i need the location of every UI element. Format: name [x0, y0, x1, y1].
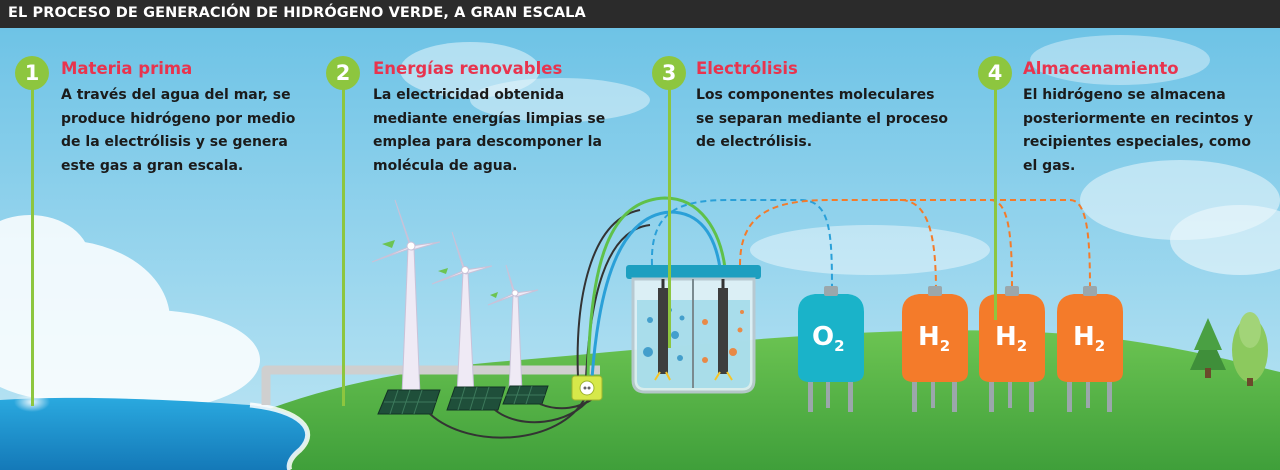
step-2-badge: 2 — [326, 56, 360, 90]
step-4-line: El hidrógeno se almacena — [1023, 87, 1226, 103]
trees — [1190, 312, 1268, 386]
electrolyzer — [626, 265, 761, 394]
turbine-lights — [382, 240, 498, 298]
title-bar: EL PROCESO DE GENERACIÓN DE HIDRÓGENO VE… — [0, 0, 1280, 28]
step-3-title: Electrólisis — [696, 59, 798, 78]
tank-label-h2: H2 — [995, 322, 1027, 355]
tank-symbol: O — [812, 322, 835, 352]
tank-symbol: H — [995, 322, 1017, 352]
tank-symbol: H — [918, 322, 940, 352]
step-3-line: se separan mediante el proceso — [696, 110, 949, 127]
sea — [0, 397, 308, 470]
step-2-line: La electricidad obtenida — [373, 87, 565, 103]
step-1-line: este gas a gran escala. — [61, 157, 244, 174]
tank-label-o2: O2 — [812, 322, 845, 355]
step-4-line: recipientes especiales, como — [1023, 134, 1252, 150]
water-pipe — [261, 365, 600, 405]
step-1-line: A través del agua del mar, se — [61, 87, 291, 103]
step-2-line: molécula de agua. — [373, 157, 518, 174]
step-4-line: el gas. — [1023, 157, 1076, 174]
step-2-title: Energías renovables — [373, 59, 563, 78]
solar-panels — [377, 385, 549, 415]
step-4-badge: 4 — [978, 56, 1012, 90]
page-title: EL PROCESO DE GENERACIÓN DE HIDRÓGENO VE… — [8, 5, 586, 21]
tank-h2-3 — [1057, 286, 1123, 412]
tank-subscript: 2 — [1016, 337, 1028, 355]
step-4-pointer-line — [994, 88, 997, 320]
step-3-badge: 3 — [652, 56, 686, 90]
step-2-text: La electricidad obtenida mediante energí… — [373, 84, 605, 178]
step-2-line: mediante energías limpias se — [373, 110, 606, 127]
tank-subscript: 2 — [834, 337, 845, 355]
step-3-text: Los componentes moleculares se separan m… — [696, 84, 948, 155]
tank-o2 — [798, 286, 864, 412]
tank-label-h2: H2 — [918, 322, 950, 355]
step-3-line: Los componentes moleculares — [696, 87, 935, 103]
clouds — [0, 35, 1280, 410]
gas-lines — [650, 199, 1091, 293]
tank-subscript: 2 — [1094, 337, 1106, 355]
step-3-line: de electrólisis. — [696, 134, 813, 150]
tank-h2-1 — [902, 286, 968, 412]
step-1-line: de la electrólisis y se genera — [61, 134, 288, 150]
step-1-pointer-line — [31, 88, 34, 406]
shore-foam — [249, 402, 311, 470]
step-2-pointer-line — [342, 88, 345, 406]
step-3-pointer-line — [668, 88, 671, 348]
electrode-cables — [586, 196, 727, 379]
step-1-line: produce hidrógeno por medio — [61, 110, 296, 127]
step-1-badge: 1 — [15, 56, 49, 90]
tank-symbol: H — [1073, 322, 1095, 352]
step-2-line: emplea para descomponer la — [373, 134, 602, 150]
step-1-title: Materia prima — [61, 59, 193, 78]
wind-turbines — [371, 199, 539, 396]
step-4-title: Almacenamiento — [1023, 59, 1179, 78]
step-1-text: A través del agua del mar, se produce hi… — [61, 84, 295, 178]
tank-label-h2: H2 — [1073, 322, 1105, 355]
step-4-line: posteriormente en recintos y — [1023, 110, 1253, 127]
tank-subscript: 2 — [939, 337, 951, 355]
step-4-text: El hidrógeno se almacena posteriormente … — [1023, 84, 1253, 178]
